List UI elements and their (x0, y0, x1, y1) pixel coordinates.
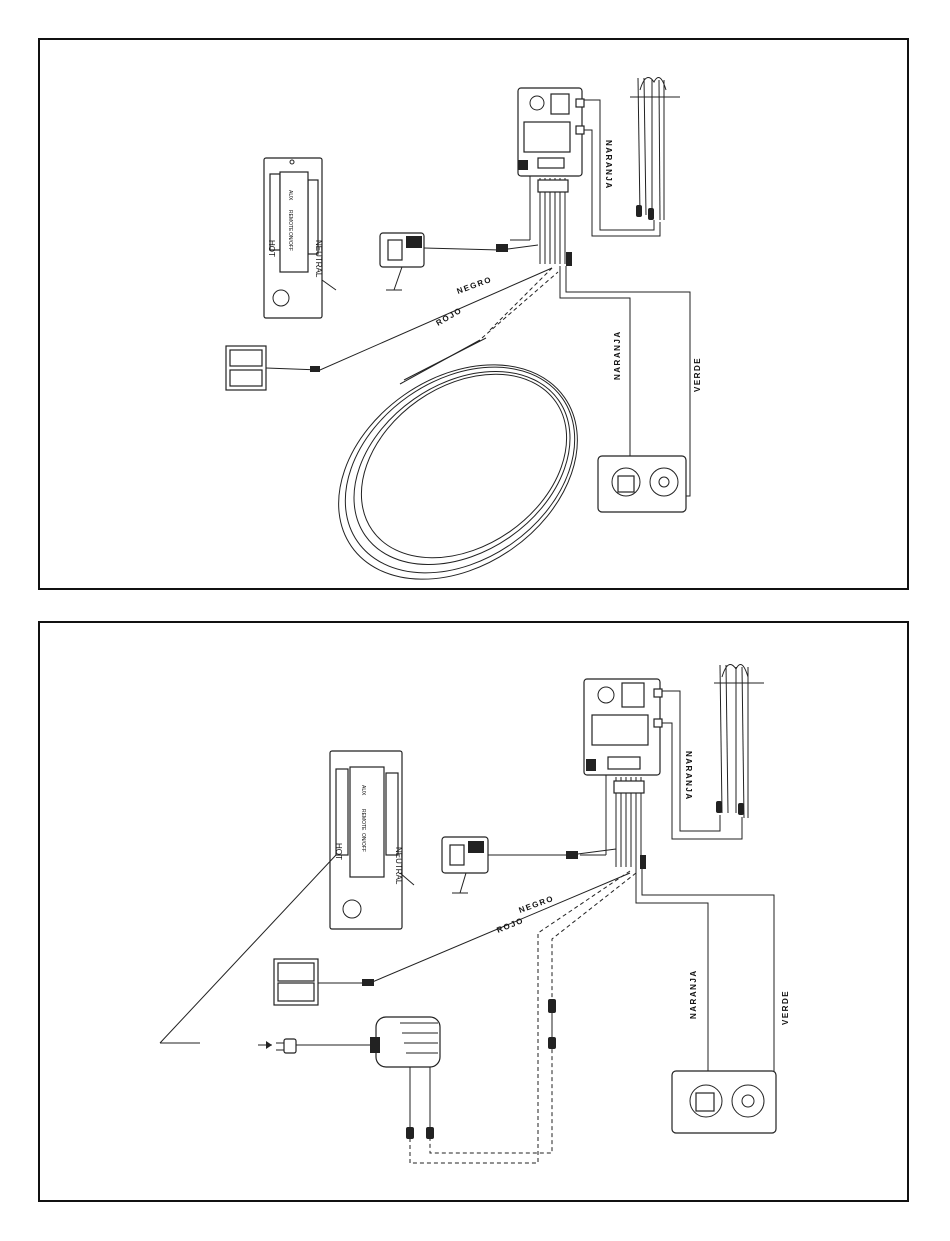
battery-pack-icon (226, 346, 266, 390)
svg-text:ON/OFF: ON/OFF (287, 232, 293, 251)
wiring-diagram-adapter: NARANJA AUX REMOTE ON/OFF HOT NEUTRAL (38, 621, 909, 1202)
neutral-label: NEUTRAL (314, 240, 323, 278)
control-module-icon (518, 88, 584, 176)
wire-harness (580, 775, 646, 869)
svg-text:ON/OFF: ON/OFF (360, 833, 366, 852)
negro-label: NEGRO (518, 894, 556, 915)
gas-valve-icon (672, 1071, 776, 1133)
wiring-diagram-1-svg: NARANJA AUX REMOTE ON/OFF HOT NEUTRAL (40, 40, 911, 592)
negro-label: NEGRO (456, 275, 494, 296)
wall-switch-icon: AUX REMOTE ON/OFF HOT NEUTRAL (264, 158, 323, 318)
neutral-label: NEUTRAL (394, 847, 403, 885)
remote-receiver-icon (442, 837, 488, 873)
wall-plug-icon (276, 1039, 296, 1053)
rojo-label: ROJO (435, 306, 464, 328)
wiring-diagram-battery: NARANJA AUX REMOTE ON/OFF HOT NEUTRAL (38, 38, 909, 590)
wall-switch-icon: AUX REMOTE ON/OFF HOT NEUTRAL (330, 751, 403, 929)
battery-pack-icon (274, 959, 318, 1005)
wire-harness (510, 176, 572, 266)
wiring-diagram-2-svg: NARANJA AUX REMOTE ON/OFF HOT NEUTRAL (40, 623, 911, 1204)
remote-receiver-icon (380, 233, 424, 267)
svg-text:REMOTE: REMOTE (360, 809, 366, 831)
svg-text:REMOTE: REMOTE (287, 210, 293, 232)
rojo-label: ROJO (495, 916, 525, 935)
verde-label: VERDE (781, 990, 790, 1025)
ac-adapter-icon (370, 1017, 440, 1067)
naranja-top-label: NARANJA (604, 140, 613, 190)
hot-label: HOT (267, 240, 276, 257)
control-module-icon (584, 679, 662, 775)
naranja-valve-label: NARANJA (613, 330, 622, 380)
pilot-assembly-icon (630, 78, 680, 221)
verde-label: VERDE (693, 357, 702, 392)
naranja-top-label: NARANJA (684, 751, 693, 801)
svg-text:AUX: AUX (287, 190, 293, 201)
naranja-valve-label: NARANJA (689, 969, 698, 1019)
hot-label: HOT (334, 843, 343, 860)
gas-valve-icon (598, 456, 686, 512)
pilot-assembly-icon (714, 665, 764, 819)
svg-text:AUX: AUX (360, 785, 366, 796)
wire-coil-icon (298, 320, 619, 592)
